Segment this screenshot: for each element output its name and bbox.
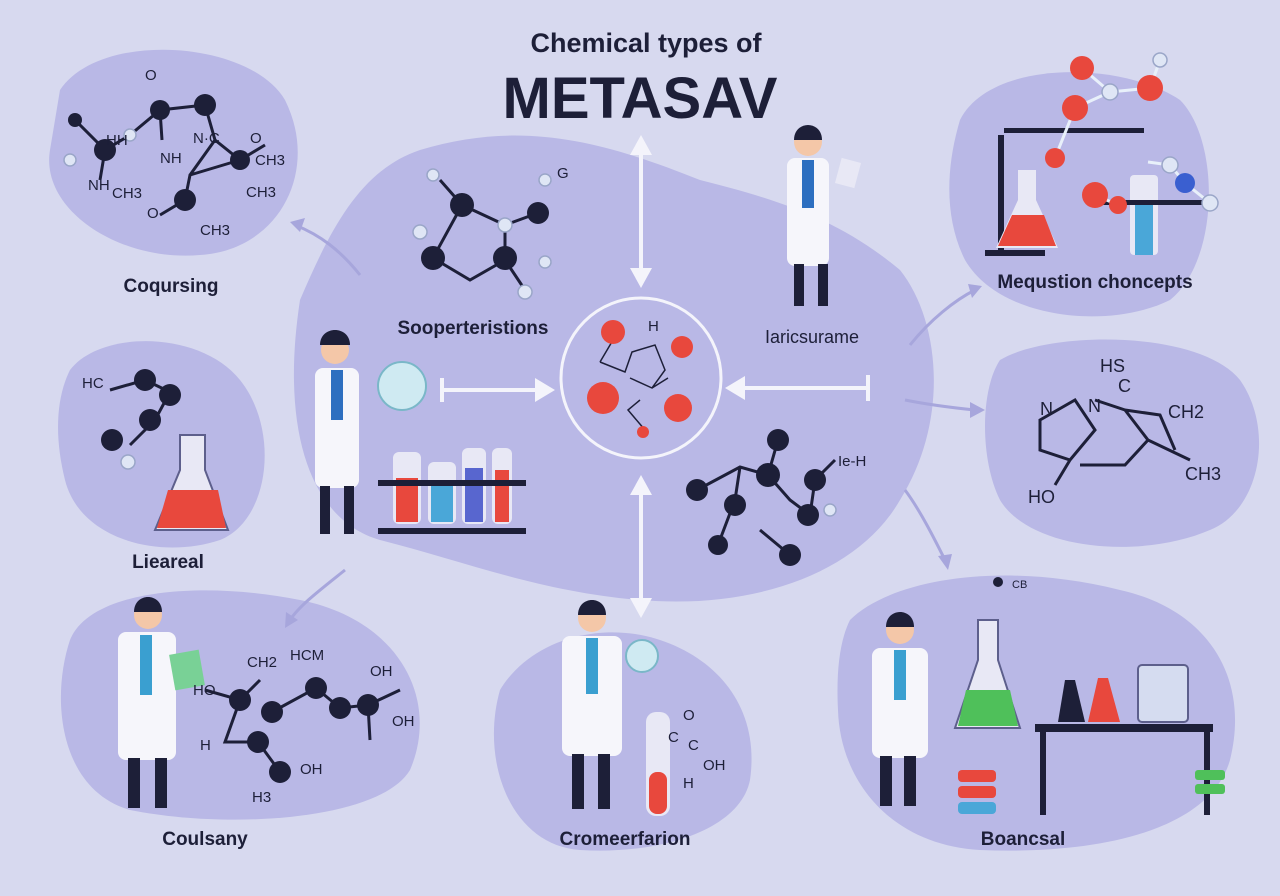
chem-label: N	[1040, 399, 1053, 419]
title-line-2: METASAV	[503, 66, 778, 131]
chem-label: HC	[82, 375, 104, 392]
molecule-mid-right: HS C N N CH2 CH3 HO	[1028, 356, 1221, 507]
label-coulsany: Coulsany	[162, 829, 248, 850]
chem-label: Ie‑H	[838, 453, 866, 470]
label-sooperteristions: Sooperteristions	[398, 318, 549, 339]
arrow-down	[630, 475, 652, 618]
chem-label: H	[648, 318, 659, 335]
flask-mid-left: HC	[82, 369, 230, 531]
chem-label: CH3	[255, 152, 285, 169]
arrow-left-to-center	[440, 378, 555, 402]
chem-label: NH	[160, 150, 182, 167]
chem-label: O	[147, 205, 159, 222]
chem-label: CH3	[200, 222, 230, 239]
chem-label: CH2	[1168, 402, 1204, 422]
chem-label: OH	[300, 761, 323, 778]
center-molecule: H	[559, 296, 723, 460]
chem-label: O	[250, 130, 262, 147]
chem-label: H	[683, 775, 694, 792]
chem-label: C	[688, 737, 699, 754]
title-line-1: Chemical types of	[530, 28, 762, 58]
scientist-bottom-left	[118, 597, 205, 808]
chem-label: H	[200, 737, 211, 754]
molecule-sooperteristions: G	[412, 165, 569, 300]
chem-label: CH3	[1185, 464, 1221, 484]
scientist-center-left	[315, 330, 427, 534]
arrow-right-to-center	[725, 375, 870, 401]
label-iaricsurame: Iaricsurame	[765, 327, 859, 347]
blob-top-left	[49, 49, 298, 256]
chem-label: HCM	[290, 647, 324, 664]
chem-label: O	[145, 67, 157, 84]
chem-label: OH	[392, 713, 415, 730]
chem-label: H3	[252, 789, 271, 806]
chem-label: NH	[88, 177, 110, 194]
chem-label: OH	[370, 663, 393, 680]
chem-label: OH	[703, 757, 726, 774]
test-tube-rack	[378, 448, 526, 534]
label-cromeerfarion: Cromeerfarion	[560, 829, 691, 850]
chem-label: N	[1088, 396, 1101, 416]
chem-label: C	[1118, 376, 1131, 396]
blob-bottom-right	[837, 575, 1236, 851]
label-lieareal: Lieareal	[132, 552, 204, 573]
chem-label: HO	[1028, 487, 1055, 507]
chem-label: O	[683, 707, 695, 724]
chem-label: CB	[1012, 579, 1027, 591]
lab-bottom-right: CB	[872, 577, 1225, 815]
chem-label: C	[668, 729, 679, 746]
chem-label: CH3	[112, 185, 142, 202]
arrow-up	[630, 135, 652, 288]
chem-label: CH3	[246, 184, 276, 201]
molecule-center-right: Ie‑H	[686, 429, 866, 566]
label-coqursing: Coqursing	[124, 276, 219, 297]
blob-mid-right	[985, 339, 1260, 547]
chem-label: N·C	[193, 130, 220, 147]
molecule-top-left: O HH N·C NH NH CH3 O CH3 CH3 O CH3	[63, 67, 285, 239]
chem-label: HO	[193, 682, 216, 699]
chem-label: HH	[106, 132, 128, 149]
blob-bottom-center	[493, 632, 752, 851]
label-mequstion-choncepts: Mequstion choncepts	[997, 272, 1192, 293]
chem-label: G	[557, 165, 569, 182]
scientist-top	[787, 125, 862, 306]
flow-arrows	[285, 218, 985, 628]
chem-label: CH2	[247, 654, 277, 671]
lab-apparatus-top-right	[985, 52, 1219, 256]
label-boancsal: Boancsal	[981, 829, 1065, 850]
chem-label: HS	[1100, 356, 1125, 376]
scientist-bottom-center: O C C OH H	[562, 600, 726, 816]
molecule-bottom-left: CH2 HCM OH HO OH H OH H3	[193, 647, 415, 806]
